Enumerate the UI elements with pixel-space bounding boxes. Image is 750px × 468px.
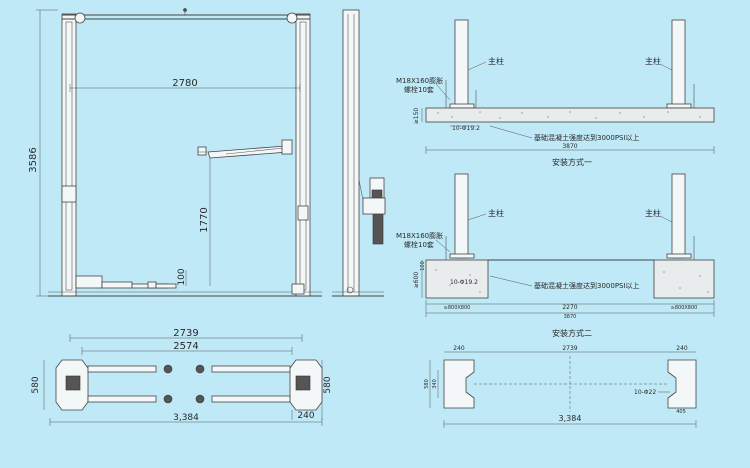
m1-column-label-left: 主柱 xyxy=(488,56,504,66)
side-oil-tank xyxy=(372,213,384,245)
top-arm-lower-left xyxy=(87,395,157,403)
m2-depth-label: ≥600 xyxy=(413,272,420,289)
plan-mid-width-label: 2739 xyxy=(562,345,577,352)
plan-outer-height-label: 580 xyxy=(424,379,430,389)
m2-top-label: 100 xyxy=(420,261,426,271)
m1-concrete-label: 基础混凝土强度达到3000PSI以上 xyxy=(534,133,640,142)
m2-inner-label: 2270 xyxy=(562,304,577,311)
top-width-outer-label: 2739 xyxy=(173,328,198,339)
m2-hole-label: 10-Φ19.2 xyxy=(450,279,478,286)
plan-right-base xyxy=(667,359,697,409)
top-base-label: 240 xyxy=(297,411,314,421)
front-lift-height-label: 1770 xyxy=(199,207,210,232)
m1-left-column xyxy=(454,19,469,109)
plan-left-base xyxy=(443,359,475,409)
front-min-height-label: 100 xyxy=(177,268,187,285)
m1-thickness-label: ≥150 xyxy=(413,108,420,125)
m2-pit-left-label: ≥800X800 xyxy=(444,305,471,311)
m1-column-label-right: 主柱 xyxy=(645,56,661,66)
plan-right-depth-label: 405 xyxy=(676,409,686,415)
top-arm-upper-left xyxy=(87,365,157,373)
front-left-pulley xyxy=(74,12,86,24)
front-view: 3586 2780 1770 100 xyxy=(28,8,322,297)
m2-pit-right-label: ≥800X800 xyxy=(671,305,698,311)
front-height-label: 3586 xyxy=(28,147,39,172)
plan-right-width-label: 240 xyxy=(676,345,688,352)
m2-right-column xyxy=(671,173,686,259)
front-width-label: 2780 xyxy=(172,78,197,89)
m1-right-column xyxy=(671,19,686,109)
top-width-inner-label: 2574 xyxy=(173,341,198,352)
front-left-column xyxy=(61,13,77,297)
plan-total-label: 3,384 xyxy=(559,414,582,423)
top-total-label: 3,384 xyxy=(173,413,199,423)
plan-hole-label: 10-Φ22 xyxy=(634,389,656,396)
m1-width-label: 3870 xyxy=(562,143,577,150)
m2-left-column xyxy=(454,173,469,259)
install-method-2: 主柱 主柱 M18X160膨胀 螺栓10套 100 ≥600 10-Φ19.2 … xyxy=(396,173,715,338)
m2-title: 安装方式二 xyxy=(552,328,592,338)
m2-left-pit xyxy=(425,259,489,299)
side-column xyxy=(342,9,360,297)
m2-concrete-label: 基础混凝土强度达到3000PSI以上 xyxy=(534,281,640,290)
m1-bolt-count-label: 螺栓10套 xyxy=(404,85,434,94)
front-right-column xyxy=(295,13,311,297)
top-arm-upper-right xyxy=(211,365,291,373)
base-plan: 240 2739 240 580 340 10-Φ22 405 3,384 xyxy=(424,345,697,428)
install-method-1: 主柱 主柱 M18X160膨胀 螺栓10套 ≥150 10-Φ19.2 基础混凝… xyxy=(396,19,715,167)
side-view xyxy=(332,9,386,297)
front-left-carriage xyxy=(61,185,77,203)
m1-title: 安装方式一 xyxy=(552,157,592,167)
top-depth-left-label: 580 xyxy=(31,376,41,393)
plan-inner-height-label: 340 xyxy=(432,379,438,389)
m2-bolt-label: M18X160膨胀 xyxy=(396,231,443,240)
m2-column-label-right: 主柱 xyxy=(645,208,661,218)
plan-left-width-label: 240 xyxy=(453,345,465,352)
m2-right-pit xyxy=(653,259,715,299)
top-view: 2739 2574 580 580 240 3,384 xyxy=(31,328,333,426)
m1-concrete-slab xyxy=(425,107,715,123)
front-lowered-arm-left xyxy=(75,275,103,289)
m2-column-label-left: 主柱 xyxy=(488,208,504,218)
m2-total-label: 3870 xyxy=(564,314,577,320)
top-depth-right-label: 580 xyxy=(323,376,333,393)
m1-bolt-label: M18X160膨胀 xyxy=(396,76,443,85)
front-right-pulley xyxy=(286,12,298,24)
m1-hole-label: 10-Φ19.2 xyxy=(452,125,480,132)
top-arm-lower-right xyxy=(211,395,291,403)
m2-bolt-count-label: 螺栓10套 xyxy=(404,240,434,249)
